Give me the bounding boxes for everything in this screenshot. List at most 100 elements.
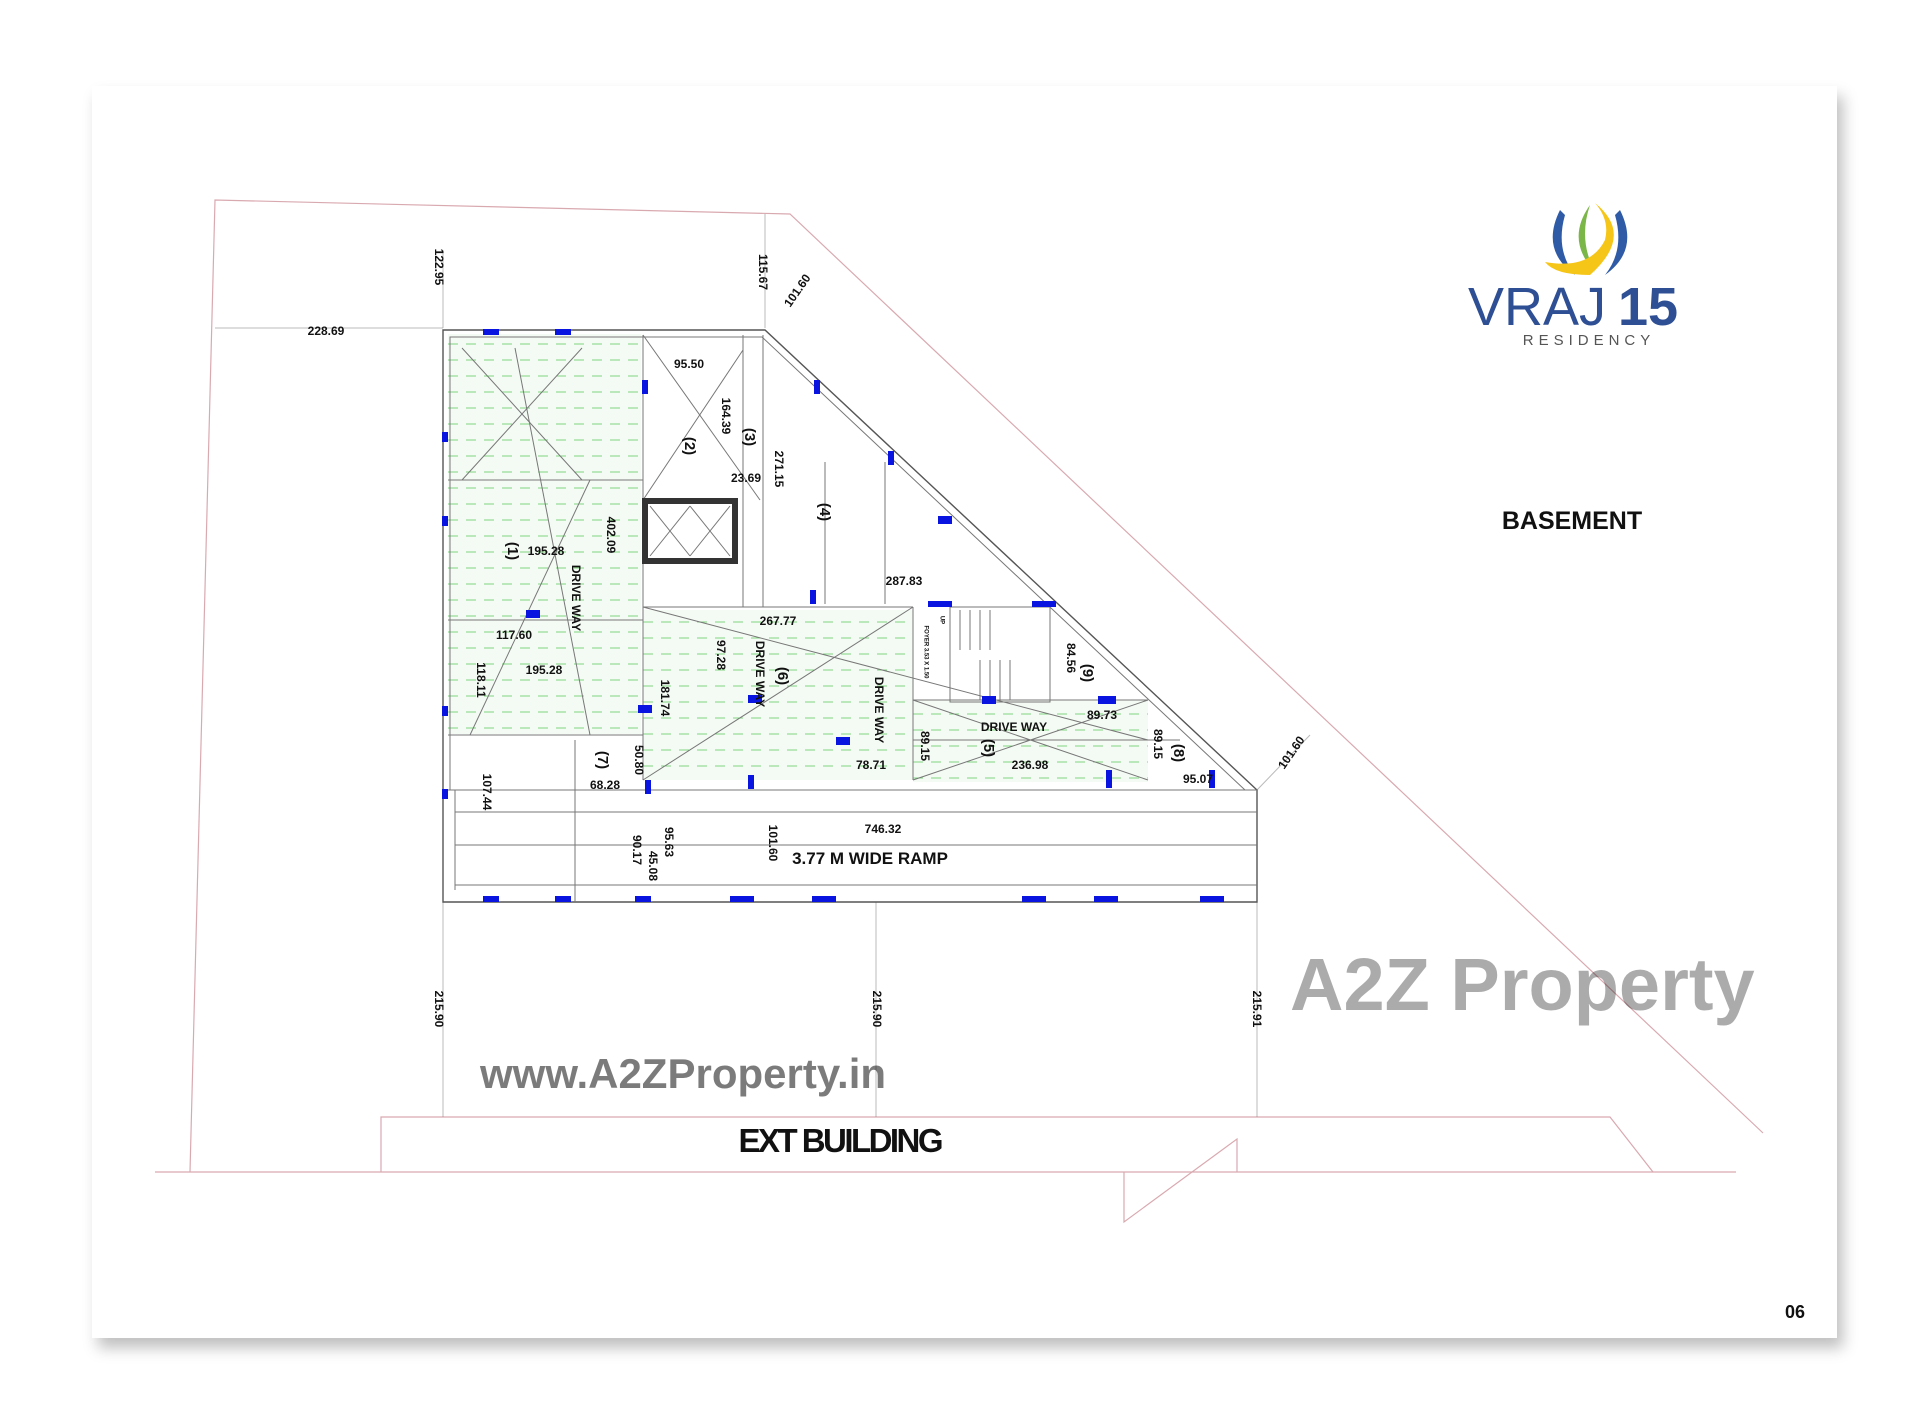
parking-space-number: (7)	[594, 751, 611, 769]
column-marker	[1094, 896, 1118, 902]
column-marker	[555, 896, 571, 902]
logo-text: VRAJ	[1468, 277, 1606, 337]
site-boundary	[189, 199, 1764, 1173]
column-marker	[1200, 896, 1224, 902]
dimension-label: 78.71	[856, 758, 886, 772]
ext-building-outline	[380, 1116, 1654, 1173]
ramp-label: 3.77 M WIDE RAMP	[792, 849, 948, 868]
dimension-label: 164.39	[719, 398, 733, 435]
column-marker	[1098, 696, 1116, 704]
column-marker	[526, 610, 540, 618]
column-marker	[1209, 770, 1215, 788]
column-marker	[1106, 770, 1112, 788]
column-marker	[442, 432, 448, 442]
column-marker	[555, 329, 571, 335]
dimension-label: 215.90	[432, 991, 446, 1028]
column-marker	[810, 590, 816, 604]
dimension-label: 118.11	[474, 662, 488, 698]
column-marker	[1032, 601, 1056, 607]
dimension-label: 117.60	[496, 628, 532, 642]
parking-space-number: (8)	[1170, 744, 1187, 762]
column-marker	[635, 896, 651, 902]
dimension-label: 84.56	[1064, 643, 1078, 673]
column-marker	[928, 601, 952, 607]
dimension-label: 236.98	[1012, 758, 1049, 772]
dimension-lines	[215, 214, 1311, 1117]
dimension-label: 101.60	[781, 271, 814, 309]
dimension-label: 95.50	[674, 357, 704, 371]
column-marker	[836, 737, 850, 745]
watermark-brand: A2Z Property	[1290, 943, 1755, 1026]
dimension-label: 23.69	[731, 471, 761, 485]
ext-building-label: EXT BUILDING	[739, 1122, 944, 1159]
dimension-label: 101.60	[1275, 733, 1308, 771]
column-marker	[442, 706, 448, 716]
parking-space-number: (3)	[741, 428, 758, 446]
ext-building-notch	[1123, 1137, 1238, 1224]
watermark-url: www.A2ZProperty.in	[479, 1050, 886, 1097]
column-marker	[748, 775, 754, 789]
dimension-label: 287.83	[886, 574, 923, 588]
column-marker	[483, 329, 499, 335]
ramp-lines	[443, 740, 1257, 902]
dimension-label: 228.69	[308, 324, 345, 338]
logo-subtitle: RESIDENCY	[1523, 332, 1656, 349]
parking-space-number: (9)	[1079, 664, 1096, 682]
logo-leaf-blue	[1552, 210, 1575, 275]
dimension-label: 122.95	[432, 249, 446, 286]
parking-space-number: (4)	[816, 503, 833, 521]
dimension-label: 271.15	[772, 451, 786, 488]
dimension-label: FOYER 3.53 X 1.50	[922, 625, 928, 679]
dimension-label: 89.15	[918, 731, 932, 761]
interior-partitions	[448, 334, 1180, 781]
dimension-label: 68.28	[590, 778, 620, 792]
column-marker	[642, 380, 648, 394]
dimension-label: 181.74	[658, 680, 672, 717]
parking-space-number: (5)	[980, 739, 997, 757]
dimension-label: 89.15	[1151, 729, 1165, 759]
dimension-label: 107.44	[480, 774, 494, 811]
dimension-label: 90.17	[630, 835, 644, 865]
dimension-label: 746.32	[865, 822, 902, 836]
parking-hatch	[448, 334, 1148, 782]
columns	[442, 329, 1224, 902]
drive-way-label: DRIVE WAY	[569, 565, 583, 631]
dimension-label: 97.28	[714, 640, 728, 670]
building-outline	[442, 329, 1258, 903]
column-marker	[442, 789, 448, 799]
drive-way-label: DRIVE WAY	[753, 641, 767, 707]
page-title: BASEMENT	[1502, 507, 1642, 535]
dimension-label: 402.09	[604, 517, 618, 554]
column-marker	[638, 705, 652, 713]
dimension-label: 95.07	[1183, 772, 1213, 786]
parking-space-number: (2)	[681, 437, 698, 455]
drive-way-label: DRIVE WAY	[981, 720, 1047, 734]
column-marker	[888, 451, 894, 465]
drive-way-label: DRIVE WAY	[872, 677, 886, 743]
dimension-label: 215.90	[870, 991, 884, 1028]
column-marker	[814, 380, 820, 394]
dimension-label: 195.28	[528, 544, 565, 558]
dimension-label: 267.77	[760, 614, 797, 628]
dimension-label: 101.60	[766, 825, 780, 862]
dimension-label: 45.08	[646, 851, 660, 881]
column-marker	[982, 696, 996, 704]
column-marker	[730, 896, 754, 902]
column-marker	[483, 896, 499, 902]
dimension-label: UP	[938, 616, 944, 624]
parking-space-number: (1)	[504, 542, 521, 560]
column-marker	[1022, 896, 1046, 902]
column-marker	[442, 516, 448, 526]
dimension-label: 195.28	[526, 663, 563, 677]
column-marker	[645, 780, 651, 794]
dimension-label: 95.63	[662, 827, 676, 857]
lift-core	[642, 498, 738, 564]
page-number: 06	[1785, 1302, 1805, 1322]
staircase	[949, 606, 1051, 703]
parking-space-number: (6)	[774, 667, 791, 685]
column-marker	[748, 695, 762, 703]
logo-number: 15	[1618, 277, 1678, 337]
vraj15-logo: VRAJ 15 RESIDENCY	[1468, 203, 1678, 349]
column-marker	[938, 516, 952, 524]
